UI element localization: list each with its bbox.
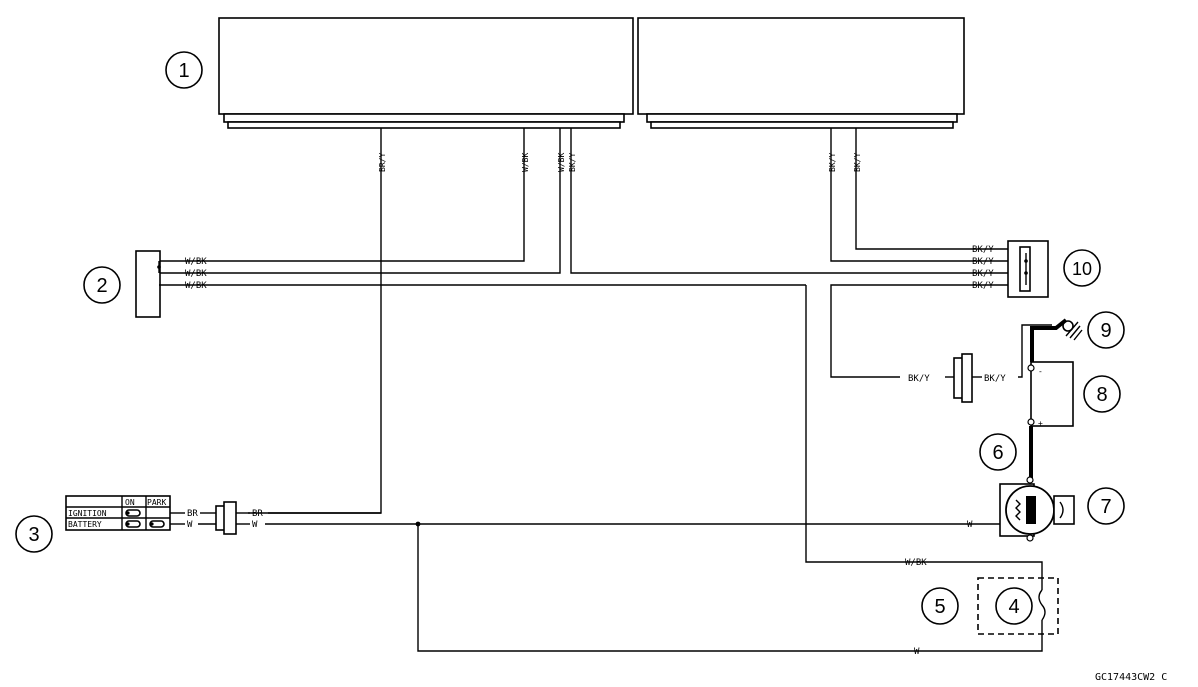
wire-label-br-left: BR	[187, 509, 198, 519]
figure-code: GC17443CW2 C	[1095, 672, 1167, 683]
wire-label-w-bk-row2: W/BK	[185, 269, 207, 279]
wire-label-bk-y-row2: BK/Y	[972, 257, 994, 267]
unit-left-box	[218, 17, 634, 129]
unit-right-box	[637, 17, 965, 129]
wire-w-bottom	[417, 524, 1043, 652]
callout-9: 9	[1087, 311, 1125, 349]
wire-label-bk-y-conn-left: BK/Y	[908, 374, 930, 384]
battery-plus: +	[1038, 419, 1043, 428]
inline-connector-br-w: BR W	[215, 501, 263, 535]
wire-label-bk-y-row3: BK/Y	[972, 269, 994, 279]
wire-label-br-y: BR/Y	[378, 153, 387, 172]
inline-connector-bk-y: BK/Y BK/Y	[908, 353, 1006, 403]
switch-row-battery: BATTERY	[68, 520, 102, 529]
svg-text:6: 6	[992, 442, 1003, 464]
ground-symbol	[1030, 318, 1083, 341]
wire-label-w-left: W	[187, 520, 193, 530]
wire-label-w-bk-2: W/BK	[557, 153, 566, 172]
wire-label-bk-y-1: BK/Y	[568, 153, 577, 172]
wire-label-w-bk-1: W/BK	[521, 153, 530, 172]
connector-10: BK/Y BK/Y BK/Y BK/Y	[972, 240, 1049, 298]
battery: - +	[1027, 338, 1074, 480]
wire-label-w-starter: W	[967, 520, 973, 530]
svg-text:3: 3	[28, 524, 39, 546]
wire-label-bk-y-conn-right: BK/Y	[984, 374, 1006, 384]
svg-text:10: 10	[1072, 259, 1092, 279]
wire-label-w-bk-row3: W/BK	[185, 281, 207, 291]
callout-10: 10	[1063, 249, 1101, 287]
starter-relay	[999, 476, 1075, 542]
switch-row-ignition: IGNITION	[68, 509, 107, 518]
wire-label-bk-y-2: BK/Y	[828, 153, 837, 172]
wire-w-bk-lower	[805, 285, 1043, 590]
fuse-box	[977, 577, 1059, 635]
wires-left-unit	[159, 128, 1008, 514]
switch-col-on: ON	[125, 498, 135, 507]
wire-label-w-right: W	[252, 520, 258, 530]
callout-8: 8	[1083, 375, 1121, 413]
svg-text:5: 5	[934, 596, 945, 618]
svg-text:1: 1	[178, 60, 189, 82]
callout-4: 4	[995, 587, 1033, 625]
connector-2: W/BK W/BK W/BK	[135, 250, 806, 318]
wire-label-w-bk-lower: W/BK	[905, 558, 927, 568]
callout-2: 2	[83, 266, 121, 304]
wire-label-bk-y-row4: BK/Y	[972, 281, 994, 291]
wire-label-w-bottom: W	[914, 647, 920, 657]
svg-text:9: 9	[1100, 320, 1111, 342]
callout-1: 1	[165, 51, 203, 89]
callout-7: 7	[1087, 487, 1125, 525]
callout-5: 5	[921, 587, 959, 625]
wire-label-w-bk-row1: W/BK	[185, 257, 207, 267]
ignition-switch: ON PARK IGNITION BATTERY BR W	[65, 495, 216, 531]
wire-label-bk-y-3: BK/Y	[853, 153, 862, 172]
svg-text:7: 7	[1100, 496, 1111, 518]
wire-bk-y-ground	[830, 284, 1008, 378]
svg-text:4: 4	[1008, 596, 1019, 618]
svg-text:8: 8	[1096, 384, 1107, 406]
callout-6: 6	[979, 433, 1017, 471]
battery-minus: -	[1038, 367, 1043, 376]
switch-col-park: PARK	[147, 498, 166, 507]
wires-right-unit	[830, 128, 1008, 262]
wire-label-br-right: BR	[252, 509, 263, 519]
callout-3: 3	[15, 515, 53, 553]
wire-label-bk-y-row1: BK/Y	[972, 245, 994, 255]
svg-text:2: 2	[96, 275, 107, 297]
